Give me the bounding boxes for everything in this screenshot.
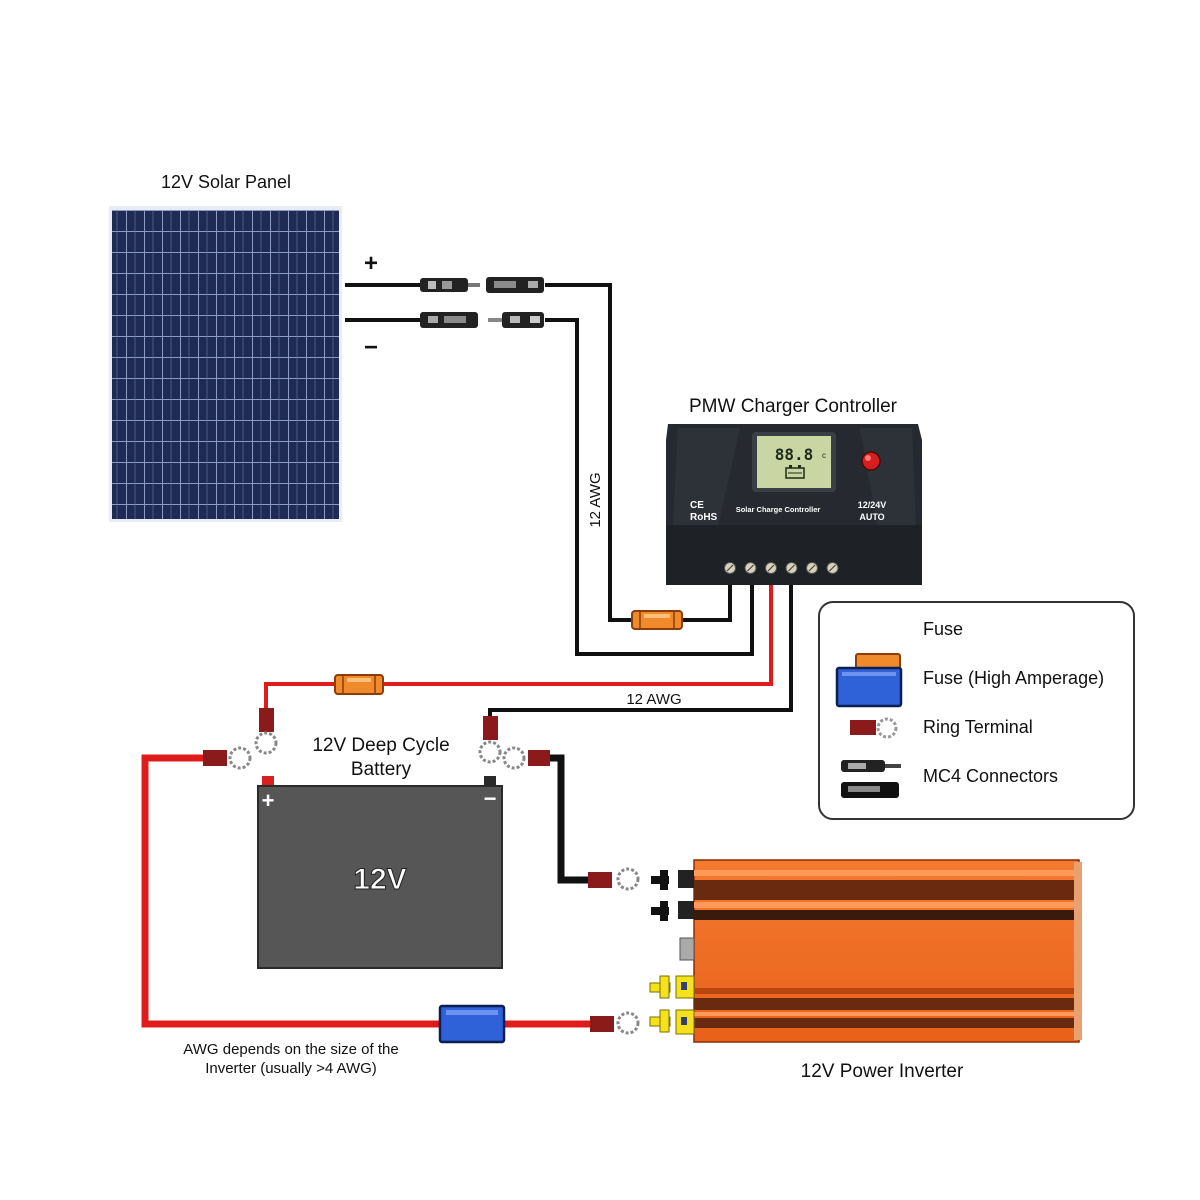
solar-panel: 12V Solar Panel + −: [109, 172, 378, 522]
panel-negative-symbol: −: [364, 334, 378, 361]
solar-panel-label: 12V Solar Panel: [161, 172, 291, 192]
ring-terminal-icon: [502, 746, 550, 770]
ring-terminal-icon: [254, 708, 278, 755]
battery-positive-post: [262, 776, 274, 786]
controller-mode-text: AUTO: [859, 512, 884, 522]
lcd-unit: c: [822, 451, 826, 460]
battery-negative-symbol: −: [484, 786, 497, 811]
charge-controller-label: PMW Charger Controller: [689, 396, 898, 417]
inverter-label: 12V Power Inverter: [801, 1061, 964, 1082]
ring-terminal-icon: [590, 1011, 640, 1035]
battery-positive-symbol: +: [262, 788, 275, 813]
legend-item-label: MC4 Connectors: [923, 766, 1058, 786]
legend-high-amperage-fuse-icon: [835, 666, 903, 708]
inverter-switch: [679, 937, 695, 961]
inverter-wire-note-line1: AWG depends on the size of the: [183, 1041, 398, 1058]
battery-label-line2: Battery: [351, 759, 412, 780]
controller-terminals: [724, 562, 839, 574]
power-inverter: 12V Power Inverter: [649, 859, 1082, 1082]
panel-positive-wire-run: [545, 283, 632, 622]
legend-item-label: Ring Terminal: [923, 717, 1033, 737]
ring-terminal-icon: [478, 716, 502, 764]
battery-body: [257, 785, 503, 969]
solar-panel-cells: [112, 210, 339, 519]
legend: Fuse Fuse (High Amperage) Ring Terminal …: [818, 601, 1135, 820]
terminal-screw-slot: [788, 564, 795, 572]
ring-terminal-icon: [588, 867, 640, 891]
controller-pv-positive-wire: [682, 585, 732, 622]
battery-inverter-wiring: AWG depends on the size of the Inverter …: [141, 746, 640, 1077]
battery-label-line1: 12V Deep Cycle: [312, 735, 449, 756]
terminal-screw-slot: [808, 564, 816, 572]
legend-ring-terminal-icon: [850, 717, 898, 739]
controller-battery-positive-wire: [383, 585, 773, 686]
inverter-negative-terminal: [651, 870, 694, 890]
inverter-negative-wire: [540, 754, 592, 884]
battery: 12V Deep Cycle Battery + − 12V: [257, 735, 503, 969]
inverter-wire-note-line2: Inverter (usually >4 AWG): [205, 1060, 377, 1077]
ce-mark: CE: [690, 500, 704, 511]
ring-terminal-icon: [203, 746, 252, 770]
rohs-mark: RoHS: [690, 512, 718, 523]
lcd-reading: 88.8: [775, 445, 814, 464]
controller-battery-positive-wire-end: [264, 682, 335, 710]
panel-controller-wiring: 12 AWG: [345, 277, 754, 656]
inverter-terminal: [651, 901, 694, 921]
controller-battery-negative-wire: [488, 585, 793, 720]
charge-controller: PMW Charger Controller 88.8 c CE RoHS So…: [666, 396, 922, 585]
terminal-screw-slot: [726, 564, 734, 572]
terminal-screw-slot: [747, 564, 754, 572]
inverter-positive-terminal: [649, 1009, 695, 1035]
legend-mc4-connector-icon: [841, 760, 901, 798]
panel-negative-wire-run: [545, 318, 754, 656]
battery-voltage-label: 12V: [353, 863, 406, 896]
status-led-icon: [861, 451, 881, 471]
legend-item-label: Fuse: [923, 619, 963, 639]
high-amperage-fuse-icon: [438, 1004, 506, 1044]
lcd-display: [757, 436, 831, 488]
terminal-screw-slot: [829, 564, 836, 572]
battery-negative-post: [484, 776, 496, 786]
fuse-icon: [631, 610, 683, 630]
inverter-positive-wire: [141, 754, 440, 1028]
battery-wire-gauge-label: 12 AWG: [626, 691, 681, 708]
terminal-screw-slot: [767, 564, 775, 572]
controller-voltage-text: 12/24V: [858, 500, 887, 510]
mc4-connector-icon: [420, 312, 544, 328]
inverter-terminal: [649, 975, 695, 999]
mc4-connector-icon: [420, 277, 544, 293]
controller-battery-wiring: 12 AWG: [254, 585, 793, 764]
legend-item-label: Fuse (High Amperage): [923, 668, 1104, 688]
controller-device-text: Solar Charge Controller: [736, 505, 821, 514]
panel-wire-gauge-label: 12 AWG: [587, 472, 604, 527]
battery-status-icon: [785, 465, 805, 479]
fuse-icon: [334, 674, 384, 695]
panel-positive-symbol: +: [364, 250, 378, 277]
